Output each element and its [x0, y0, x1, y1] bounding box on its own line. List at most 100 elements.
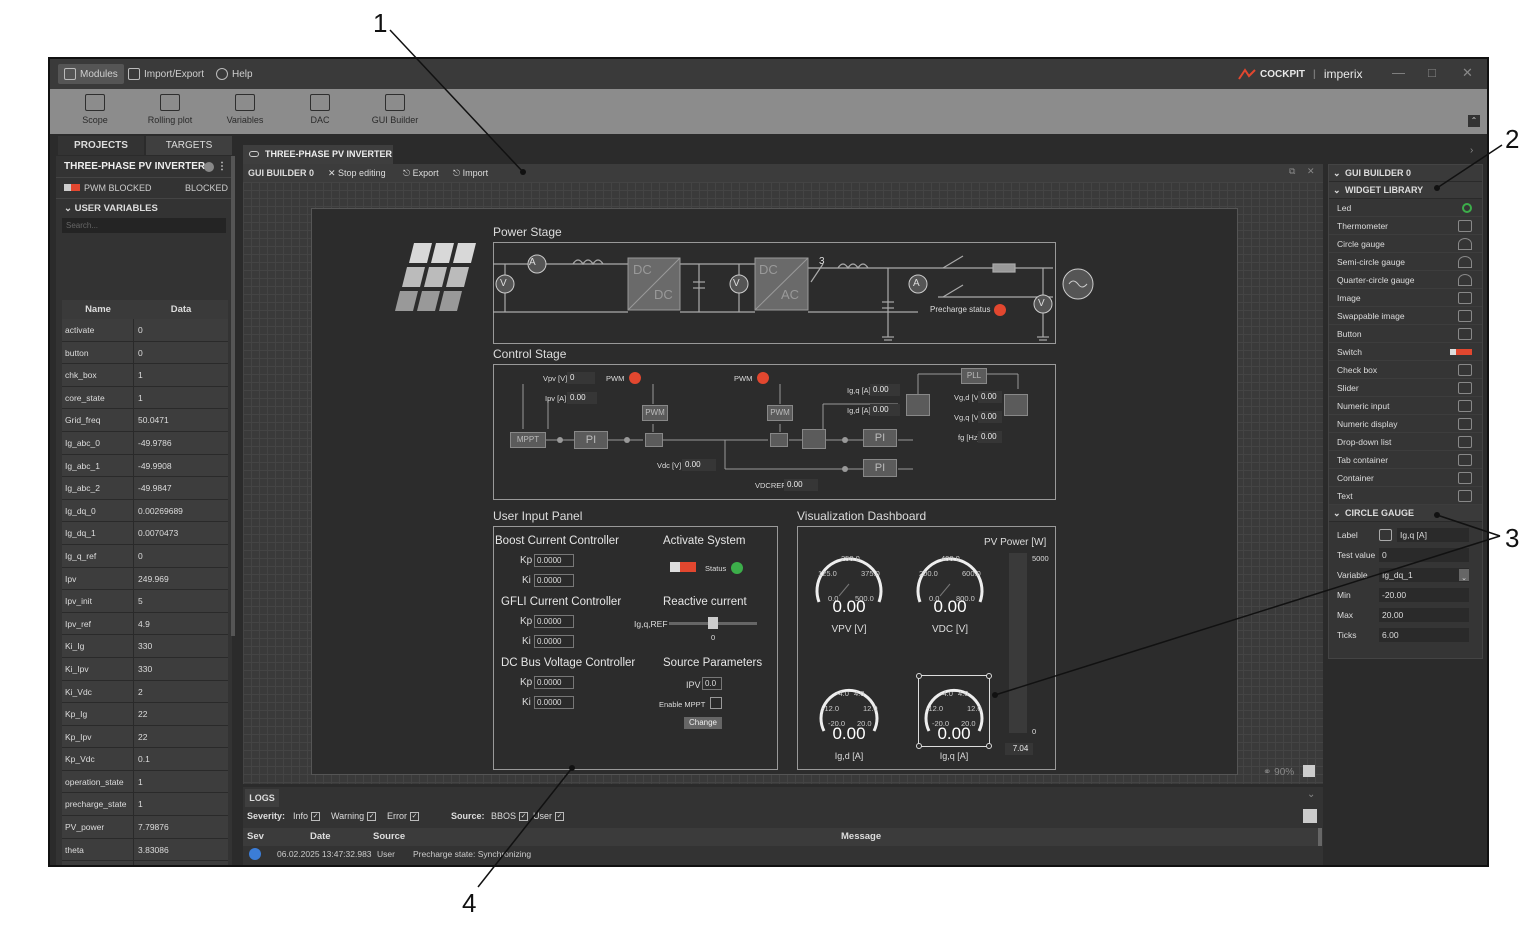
widget-item[interactable]: Check box [1329, 361, 1482, 379]
variable-row[interactable]: Ig_abc_1-49.9908 [62, 454, 228, 478]
detach-icon[interactable]: ⧉ [1289, 166, 1296, 176]
widget-library-section[interactable]: ⌄WIDGET LIBRARY [1329, 182, 1482, 199]
filter-info[interactable]: Info✓ [293, 811, 326, 822]
boost-ki-input[interactable]: 0.0000 [534, 574, 574, 587]
widget-item[interactable]: Switch [1329, 343, 1482, 361]
widget-item[interactable]: Swappable image [1329, 307, 1482, 325]
expand-right-icon[interactable]: › [1470, 145, 1474, 156]
import-button[interactable]: ⎋ Import [453, 168, 489, 178]
prop-min-input[interactable]: -20.00 [1379, 588, 1469, 602]
prop-label-input[interactable]: Ig,q [A] [1397, 528, 1469, 542]
reactive-slider-handle[interactable] [708, 617, 718, 629]
resize-handle-tr[interactable] [986, 673, 992, 679]
info-checkbox[interactable]: ✓ [311, 812, 321, 822]
builder-grid[interactable]: Power Stage [243, 182, 1323, 784]
tab-projects[interactable]: PROJECTS [58, 136, 144, 155]
activate-switch[interactable] [670, 562, 696, 572]
menu-help[interactable]: Help [210, 64, 259, 84]
user-checkbox[interactable]: ✓ [555, 812, 565, 822]
export-button[interactable]: ⎋ Export [403, 168, 439, 178]
bbos-checkbox[interactable]: ✓ [519, 812, 529, 822]
widget-item[interactable]: Text [1329, 487, 1482, 505]
widget-item[interactable]: Image [1329, 289, 1482, 307]
close-icon[interactable]: ✕ [1462, 65, 1473, 80]
gui-canvas[interactable]: Power Stage [311, 208, 1238, 775]
minimize-icon[interactable]: — [1392, 65, 1405, 80]
gear-icon[interactable] [204, 162, 214, 172]
variable-row[interactable]: Ig_abc_0-49.9786 [62, 431, 228, 455]
widget-item[interactable]: Semi-circle gauge [1329, 253, 1482, 271]
chevron-down-icon[interactable]: ⌄ [1459, 569, 1469, 582]
more-icon[interactable]: ⋮ [217, 161, 227, 172]
widget-item[interactable]: Numeric display [1329, 415, 1482, 433]
widget-item[interactable]: Drop-down list [1329, 433, 1482, 451]
widget-item[interactable]: Container [1329, 469, 1482, 487]
stop-editing-button[interactable]: ✕ Stop editing [328, 168, 386, 178]
prop-test-input[interactable]: 0 [1379, 548, 1469, 562]
resize-handle-bl[interactable] [916, 743, 922, 749]
gfli-kp-input[interactable]: 0.0000 [534, 615, 574, 628]
logs-scrollbar[interactable] [1318, 828, 1322, 846]
prop-variable-dropdown[interactable]: Ig_dq_1 [1379, 568, 1469, 582]
tool-scope[interactable]: Scope [60, 94, 130, 125]
gui-builder-section[interactable]: ⌄GUI BUILDER 0 [1329, 165, 1482, 182]
left-scrollbar[interactable] [231, 156, 235, 636]
log-row[interactable]: 06.02.2025 13:47:32.983 User Precharge s… [243, 846, 1318, 864]
user-variables-header[interactable]: ⌄ USER VARIABLES [56, 198, 232, 218]
resize-handle-br[interactable] [986, 743, 992, 749]
prop-max-input[interactable]: 20.00 [1379, 608, 1469, 622]
eye-icon[interactable] [1379, 529, 1392, 541]
collapse-logs-icon[interactable]: ⌄ [1307, 789, 1316, 800]
tool-gui-builder[interactable]: GUI Builder [360, 94, 430, 125]
widget-item[interactable]: Numeric input [1329, 397, 1482, 415]
igq-gauge-selection[interactable] [916, 673, 992, 749]
boost-kp-input[interactable]: 0.0000 [534, 554, 574, 567]
tool-dac[interactable]: DAC [285, 94, 355, 125]
pwm-switch-icon[interactable] [64, 184, 80, 191]
logs-tab[interactable]: LOGS [245, 789, 279, 807]
enable-mppt-checkbox[interactable] [710, 697, 722, 709]
circle-gauge-section[interactable]: ⌄CIRCLE GAUGE [1329, 505, 1482, 522]
widget-item[interactable]: Led [1329, 199, 1482, 217]
collapse-toolbar-icon[interactable]: ⌃ [1468, 115, 1480, 127]
tool-variables[interactable]: Variables [210, 94, 280, 125]
maximize-icon[interactable]: □ [1428, 65, 1436, 80]
gfli-ki-input[interactable]: 0.0000 [534, 635, 574, 648]
tab-targets[interactable]: TARGETS [146, 136, 232, 155]
widget-item[interactable]: Circle gauge [1329, 235, 1482, 253]
filter-bbos[interactable]: BBOS✓ [491, 811, 534, 822]
widget-item[interactable]: Slider [1329, 379, 1482, 397]
error-checkbox[interactable]: ✓ [410, 812, 419, 822]
tool-rolling-plot[interactable]: Rolling plot [135, 94, 205, 125]
widget-item[interactable]: Quarter-circle gauge [1329, 271, 1482, 289]
widget-item[interactable]: Button [1329, 325, 1482, 343]
filter-user[interactable]: User✓ [533, 811, 570, 822]
dcbus-kp-input[interactable]: 0.0000 [534, 676, 574, 689]
widget-item[interactable]: Thermometer [1329, 217, 1482, 235]
resize-handle-tl[interactable] [916, 673, 922, 679]
close-panel-icon[interactable]: ✕ [1307, 166, 1315, 176]
variable-row[interactable]: Ig_abc_2-49.9847 [62, 477, 228, 500]
change-button[interactable]: Change [684, 717, 722, 729]
warning-checkbox[interactable]: ✓ [367, 812, 377, 822]
fit-view-icon[interactable] [1303, 765, 1315, 777]
prop-ticks-input[interactable]: 6.00 [1379, 628, 1469, 642]
